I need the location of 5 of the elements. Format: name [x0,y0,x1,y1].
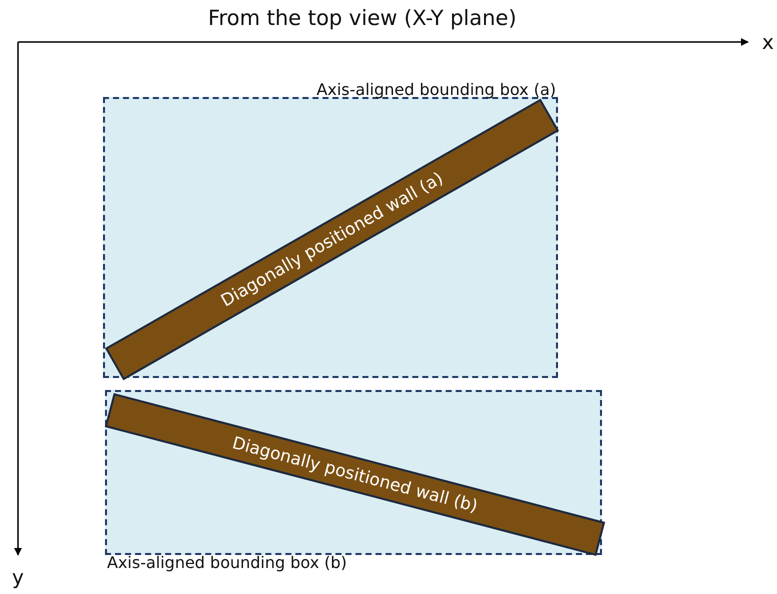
box-label: Axis-aligned bounding box (a) [316,80,556,99]
axis-label: y [12,565,24,589]
box-label: Axis-aligned bounding box (b) [107,553,347,572]
axis-label: x [762,30,774,54]
diagram-title: From the top view (X-Y plane) [208,6,517,30]
